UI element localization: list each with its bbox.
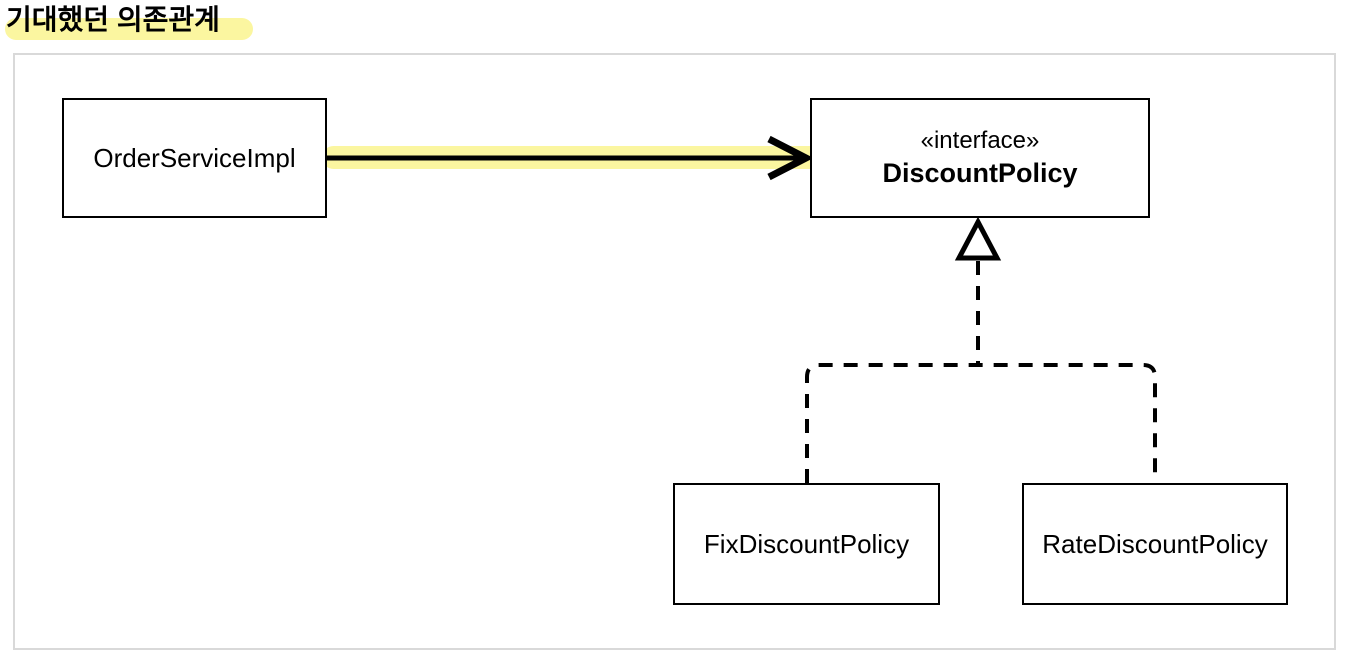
node-order-service-impl: OrderServiceImpl: [62, 98, 327, 218]
page-title: 기대했던 의존관계: [6, 4, 220, 35]
realization-triangle-icon: [954, 216, 1002, 261]
title-highlight: [5, 18, 253, 40]
node-label: OrderServiceImpl: [93, 142, 296, 173]
node-discount-policy-interface: «interface» DiscountPolicy: [810, 98, 1150, 218]
node-stereotype: «interface»: [920, 127, 1040, 154]
realization-branch: [805, 363, 1157, 483]
node-label: DiscountPolicy: [882, 158, 1078, 188]
node-fix-discount-policy: FixDiscountPolicy: [673, 483, 940, 605]
node-rate-discount-policy: RateDiscountPolicy: [1022, 483, 1288, 605]
dependency-arrowhead-icon: [767, 135, 814, 181]
node-label: FixDiscountPolicy: [703, 528, 910, 559]
node-label: RateDiscountPolicy: [1042, 528, 1268, 559]
